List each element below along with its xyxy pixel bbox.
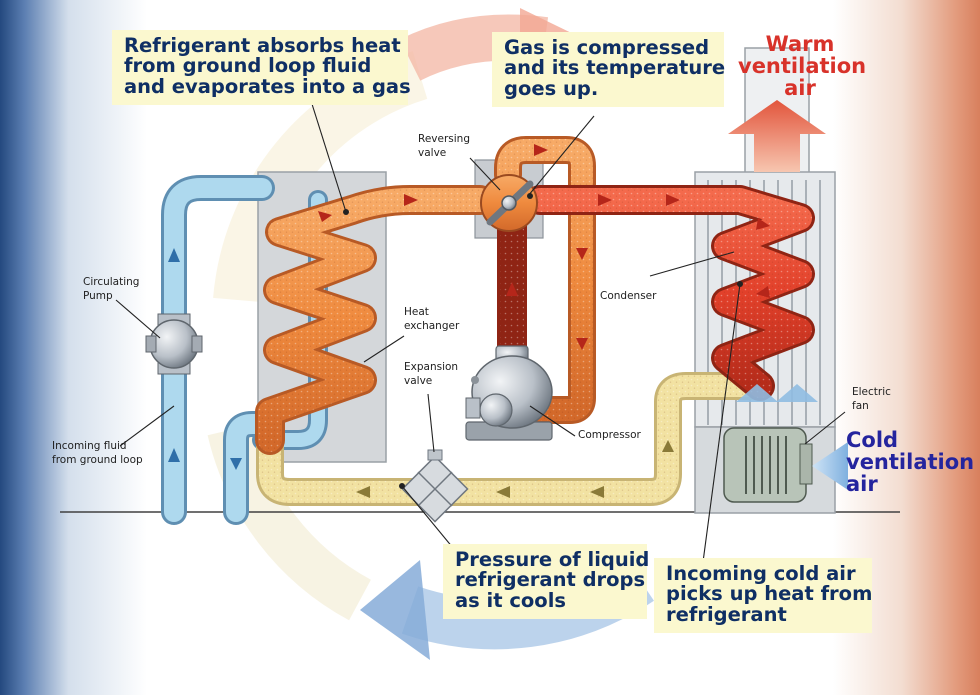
label-compressor-line-1: Compressor: [578, 429, 641, 441]
label-compressor: Compressor: [578, 429, 641, 443]
label-electric-fan-line-1: Electric: [852, 386, 891, 398]
label-expansion-valve-line-2: valve: [404, 374, 433, 387]
cold-air-label-line-1: Cold: [846, 428, 899, 452]
callout-evaporate: Refrigerant absorbs heat from ground loo…: [112, 30, 411, 106]
cold-air-label: Cold ventilation air: [846, 428, 975, 496]
label-heat-exchanger-line-1: Heat: [404, 306, 429, 318]
label-electric-fan-line-2: fan: [852, 399, 869, 412]
reversing-loop-pipe: [494, 136, 596, 424]
callout-compress-line-1: Gas is compressed: [504, 36, 710, 59]
electric-fan: [723, 427, 813, 503]
warm-air-arrow: [728, 100, 826, 172]
leader-dot-evaporate: [343, 209, 349, 215]
ground-loop-fluid-pipe: [161, 175, 328, 525]
callout-cold-air: Incoming cold air picks up heat from ref…: [654, 558, 873, 634]
label-reversing-valve: Reversing valve: [418, 133, 470, 161]
warm-air-label-line-3: air: [784, 75, 816, 100]
label-electric-fan: Electric fan: [852, 386, 891, 414]
label-circulating-pump-line-1: Circulating: [83, 276, 140, 288]
leader-dot-pressure: [399, 483, 405, 489]
callout-pressure-line-2: refrigerant drops: [455, 568, 646, 592]
callout-pressure: Pressure of liquid refrigerant drops as …: [443, 544, 650, 620]
evaporator-coil: [255, 185, 495, 455]
compressor: [465, 345, 553, 441]
label-circulating-pump-line-2: Pump: [83, 289, 113, 302]
label-incoming-fluid-line-1: Incoming fluid: [52, 440, 127, 452]
label-condenser: Condenser: [600, 290, 656, 304]
label-condenser-line-1: Condenser: [600, 290, 657, 302]
callout-evaporate-line-1: Refrigerant absorbs heat: [124, 34, 401, 57]
callout-compress-line-3: goes up.: [504, 76, 599, 100]
label-heat-exchanger: Heat exchanger: [404, 306, 459, 334]
callout-cold-air-line-3: refrigerant: [666, 602, 787, 626]
callout-pressure-line-1: Pressure of liquid: [455, 548, 650, 571]
warm-air-label: Warm ventilation air: [738, 32, 867, 100]
callout-pressure-line-3: as it cools: [455, 588, 566, 612]
cold-air-label-line-3: air: [846, 471, 878, 496]
label-expansion-valve: Expansion valve: [404, 361, 458, 389]
air-up-arrow-right: [776, 384, 818, 402]
leader-dot-cold-air: [737, 281, 743, 287]
callout-cold-air-line-1: Incoming cold air: [666, 562, 856, 585]
expansion-valve: [401, 449, 469, 523]
label-expansion-valve-line-1: Expansion: [404, 361, 459, 373]
callout-compress: Gas is compressed and its temperature go…: [492, 32, 726, 108]
label-heat-exchanger-line-2: exchanger: [404, 319, 460, 332]
label-circulating-pump: Circulating Pump: [83, 276, 139, 304]
leader-dot-compress: [527, 193, 533, 199]
callout-compress-line-2: and its temperature: [504, 56, 726, 80]
callout-evaporate-line-3: and evaporates into a gas: [124, 74, 411, 98]
label-reversing-valve-line-2: valve: [418, 146, 447, 159]
callout-evaporate-line-2: from ground loop fluid: [124, 54, 372, 78]
label-reversing-valve-line-1: Reversing: [418, 133, 470, 145]
warm-air-label-line-2: ventilation: [738, 53, 867, 78]
cold-air-arrow: [812, 442, 848, 490]
refrigerant-flow-arrows: [318, 144, 770, 350]
liquid-refrigerant-pipe: [256, 372, 764, 506]
label-incoming-fluid-line-2: from ground loop: [52, 453, 143, 466]
air-up-arrow-left: [736, 384, 778, 402]
circulating-pump: [145, 313, 203, 375]
label-incoming-fluid: Incoming fluid from ground loop: [52, 440, 143, 468]
reversing-valve: [480, 174, 538, 232]
leader-lines: [115, 103, 846, 563]
callout-cold-air-line-2: picks up heat from: [666, 582, 873, 606]
warm-air-label-line-1: Warm: [765, 32, 835, 56]
cold-air-label-line-2: ventilation: [846, 449, 975, 474]
